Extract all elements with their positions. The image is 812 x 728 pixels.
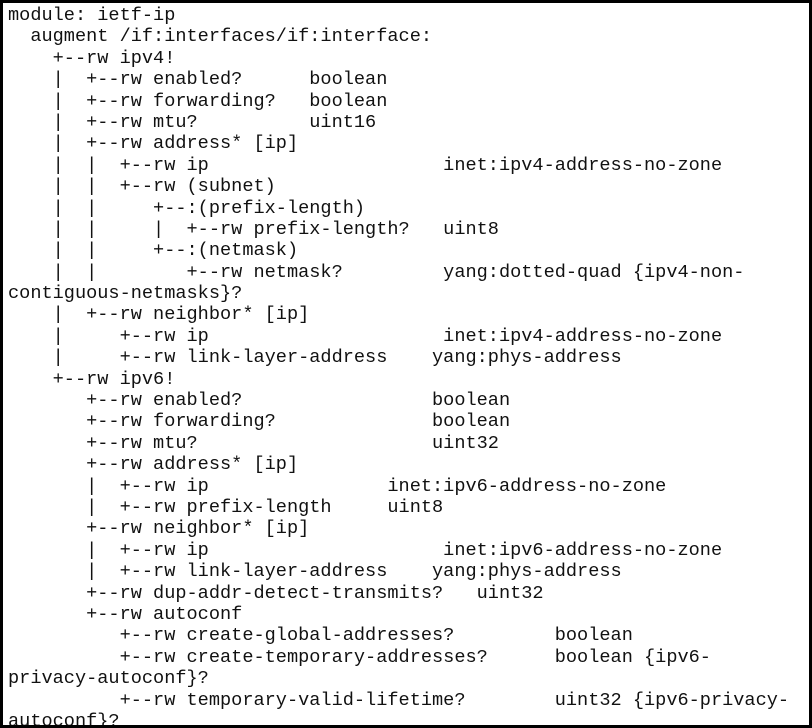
tree-line: | +--rw neighbor* [ip]	[8, 304, 310, 326]
tree-line: | +--rw address* [ip]	[8, 133, 299, 155]
tree-line: | +--rw ip inet:ipv6-address-no-zone	[8, 539, 723, 561]
tree-line: augment /if:interfaces/if:interface:	[8, 26, 433, 48]
tree-line: autoconf}?	[8, 710, 120, 728]
tree-line: +--rw address* [ip]	[8, 454, 299, 476]
tree-line: | +--rw prefix-length uint8	[8, 496, 444, 518]
yang-tree-listing: module: ietf-ip augment /if:interfaces/i…	[8, 5, 809, 728]
tree-line: | +--rw ip inet:ipv4-address-no-zone	[8, 325, 723, 347]
tree-line: | +--rw enabled? boolean	[8, 69, 388, 91]
tree-line: | | +--:(prefix-length)	[8, 197, 366, 219]
tree-line: | +--rw ip inet:ipv6-address-no-zone	[8, 475, 667, 497]
tree-line: | | +--rw ip inet:ipv4-address-no-zone	[8, 154, 723, 176]
tree-line: +--rw mtu? uint32	[8, 432, 499, 454]
tree-line: +--rw autoconf	[8, 603, 243, 625]
tree-line: +--rw temporary-valid-lifetime? uint32 {…	[8, 689, 790, 711]
tree-line: contiguous-netmasks}?	[8, 283, 243, 305]
tree-line: +--rw enabled? boolean	[8, 390, 511, 412]
tree-line: +--rw forwarding? boolean	[8, 411, 511, 433]
tree-line: +--rw ipv6!	[8, 368, 176, 390]
tree-line: | | +--:(netmask)	[8, 240, 299, 262]
tree-line: | +--rw mtu? uint16	[8, 111, 377, 133]
tree-line: | +--rw link-layer-address yang:phys-add…	[8, 347, 622, 369]
tree-line: | +--rw forwarding? boolean	[8, 90, 388, 112]
tree-line: +--rw ipv4!	[8, 47, 176, 69]
tree-line: privacy-autoconf}?	[8, 668, 209, 690]
tree-line: | | +--rw netmask? yang:dotted-quad {ipv…	[8, 261, 745, 283]
tree-line: +--rw neighbor* [ip]	[8, 518, 310, 540]
tree-line: +--rw create-global-addresses? boolean	[8, 625, 633, 647]
tree-line: +--rw dup-addr-detect-transmits? uint32	[8, 582, 544, 604]
tree-line: module: ietf-ip	[8, 5, 176, 26]
tree-line: | | | +--rw prefix-length? uint8	[8, 218, 499, 240]
tree-line: | +--rw link-layer-address yang:phys-add…	[8, 561, 622, 583]
tree-line: | | +--rw (subnet)	[8, 176, 276, 198]
tree-line: +--rw create-temporary-addresses? boolea…	[8, 646, 711, 668]
